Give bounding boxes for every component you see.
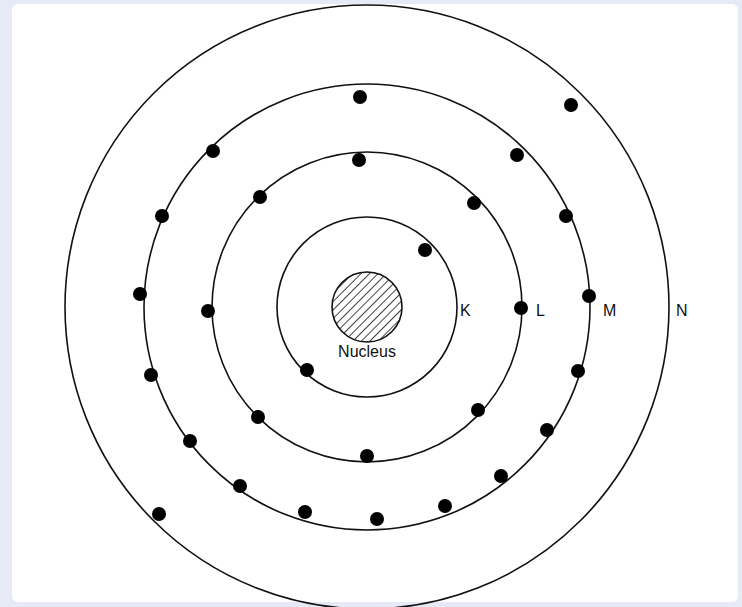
- nucleus-label: Nucleus: [330, 343, 404, 361]
- electrons: [133, 90, 596, 526]
- nucleus-circle: [332, 272, 402, 342]
- shell-letter: L: [536, 303, 545, 319]
- shell-letter: M: [603, 303, 616, 319]
- k-shell: [277, 217, 457, 397]
- m-shell: [144, 84, 590, 530]
- shell-letter: K: [460, 303, 471, 319]
- l-shell: [212, 152, 522, 462]
- shell-letter: N: [676, 303, 688, 319]
- n-shell: [65, 5, 669, 607]
- nucleus-node: Nucleus: [330, 270, 404, 363]
